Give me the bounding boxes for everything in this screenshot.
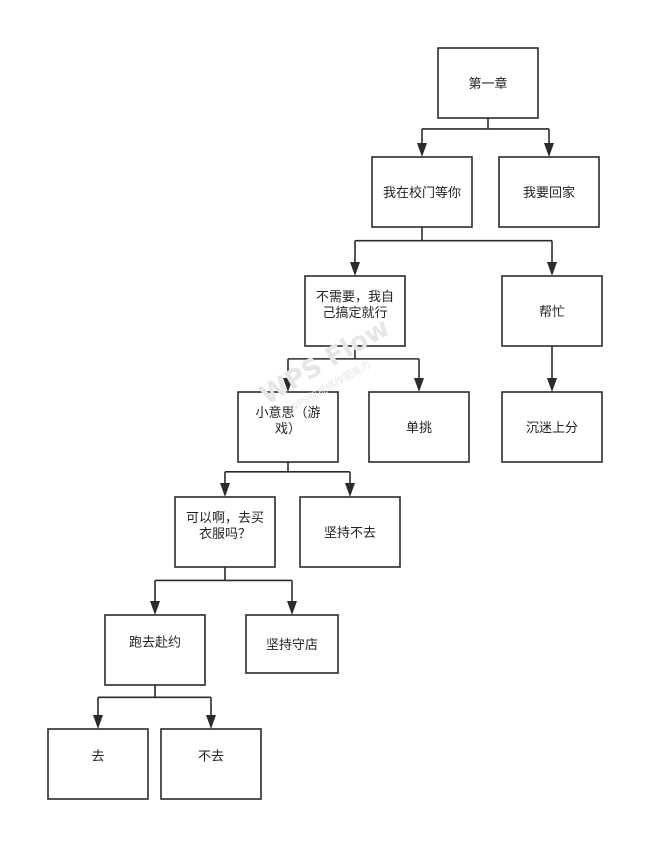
node-box	[160, 728, 262, 800]
node-label-line: 衣服吗？	[199, 526, 251, 542]
arrow-head-n2	[417, 143, 427, 157]
node-n5[interactable]: 帮忙	[501, 275, 603, 347]
node-label-line: 不去	[198, 750, 224, 765]
node-box	[245, 614, 339, 674]
arrow-head-n13	[93, 715, 103, 729]
arrow-head-n10	[345, 483, 355, 497]
node-n1[interactable]: 第一章	[437, 47, 539, 119]
node-label-line: 戏）	[275, 422, 301, 437]
node-n6[interactable]: 小意思（游戏）	[237, 391, 339, 463]
arrow-head-n5	[547, 262, 557, 276]
node-box	[299, 496, 401, 568]
node-box	[501, 391, 603, 463]
arrow-head-n4	[350, 262, 360, 276]
node-box	[371, 156, 473, 228]
node-box	[498, 156, 600, 228]
arrow-head-n9	[220, 483, 230, 497]
node-label-line: 帮忙	[539, 305, 565, 320]
node-n14[interactable]: 不去	[160, 728, 262, 800]
arrow-head-n14	[206, 715, 216, 729]
node-box	[437, 47, 539, 119]
node-n2[interactable]: 我在校门等你	[371, 156, 473, 228]
node-label-line: 我在校门等你	[383, 185, 461, 201]
node-label-line: 第一章	[468, 76, 507, 92]
node-box	[501, 275, 603, 347]
node-n12[interactable]: 坚持守店	[245, 614, 339, 674]
node-box	[174, 496, 276, 568]
node-label-line: 我要回家	[523, 185, 575, 201]
node-label-line: 小意思（游	[255, 405, 320, 421]
arrow-head-n8	[547, 378, 557, 392]
node-label-line: 可以啊，去买	[186, 511, 264, 526]
node-n13[interactable]: 去	[47, 728, 149, 800]
node-box	[304, 275, 406, 347]
edges-layer	[93, 118, 557, 729]
node-box	[237, 391, 339, 463]
node-box	[368, 391, 470, 463]
node-label-line: 单挑	[406, 421, 432, 436]
node-label-line: 己搞定就行	[322, 305, 387, 321]
node-label-line: 不需要，我自	[316, 290, 394, 305]
node-n8[interactable]: 沉迷上分	[501, 391, 603, 463]
arrow-head-n7	[414, 378, 424, 392]
node-label-line: 沉迷上分	[526, 421, 578, 436]
node-label-line: 跑去赴约	[129, 636, 181, 651]
node-label-line: 坚持守店	[266, 638, 318, 653]
arrow-head-n12	[287, 601, 297, 615]
node-n11[interactable]: 跑去赴约	[104, 614, 206, 686]
node-n7[interactable]: 单挑	[368, 391, 470, 463]
node-label-line: 坚持不去	[324, 526, 376, 541]
arrow-head-n6	[283, 378, 293, 392]
node-box	[47, 728, 149, 800]
node-n10[interactable]: 坚持不去	[299, 496, 401, 568]
node-label-line: 去	[91, 750, 104, 765]
node-n3[interactable]: 我要回家	[498, 156, 600, 228]
arrow-head-n3	[544, 143, 554, 157]
arrow-head-n11	[150, 601, 160, 615]
node-box	[104, 614, 206, 686]
